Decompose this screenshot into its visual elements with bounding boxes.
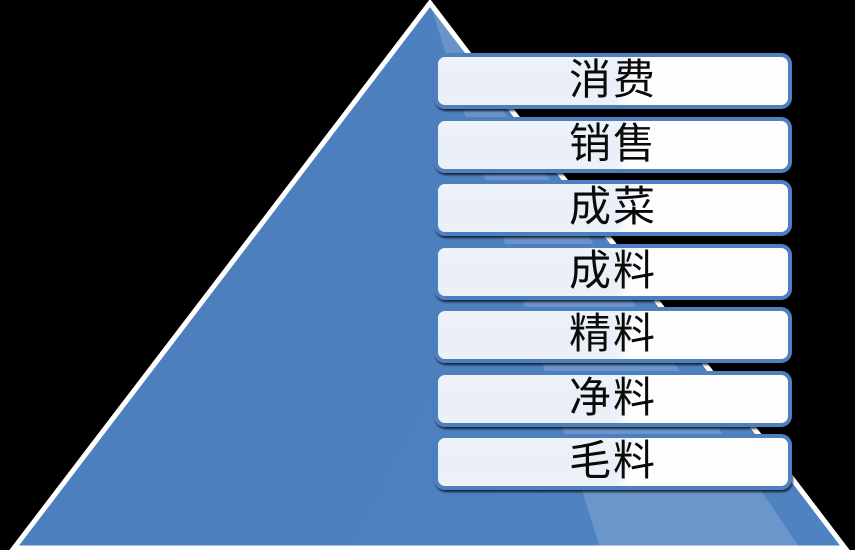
pyramid-level-3-label: 成菜: [568, 182, 657, 231]
pyramid-level-4-label: 成料: [568, 245, 657, 295]
pyramid-level-6-label: 净料: [568, 372, 657, 422]
pyramid-level-5-label: 精料: [568, 309, 657, 358]
pyramid-level-1-label: 消费: [568, 55, 657, 104]
pyramid-level-2[interactable]: 销售: [434, 116, 792, 173]
pyramid-level-3[interactable]: 成菜: [434, 180, 792, 236]
pyramid-level-7-label: 毛料: [568, 436, 657, 485]
pyramid-level-2-label: 销售: [568, 118, 657, 168]
pyramid-level-5[interactable]: 精料: [434, 307, 792, 363]
pyramid-level-7[interactable]: 毛料: [434, 434, 792, 490]
pyramid-level-1[interactable]: 消费: [434, 53, 792, 109]
pyramid-level-4[interactable]: 成料: [434, 243, 792, 300]
pyramid-level-6[interactable]: 净料: [434, 370, 792, 427]
pyramid-level-stack: 消费 销售 成菜 成料 精料 净料 毛料: [434, 53, 792, 490]
